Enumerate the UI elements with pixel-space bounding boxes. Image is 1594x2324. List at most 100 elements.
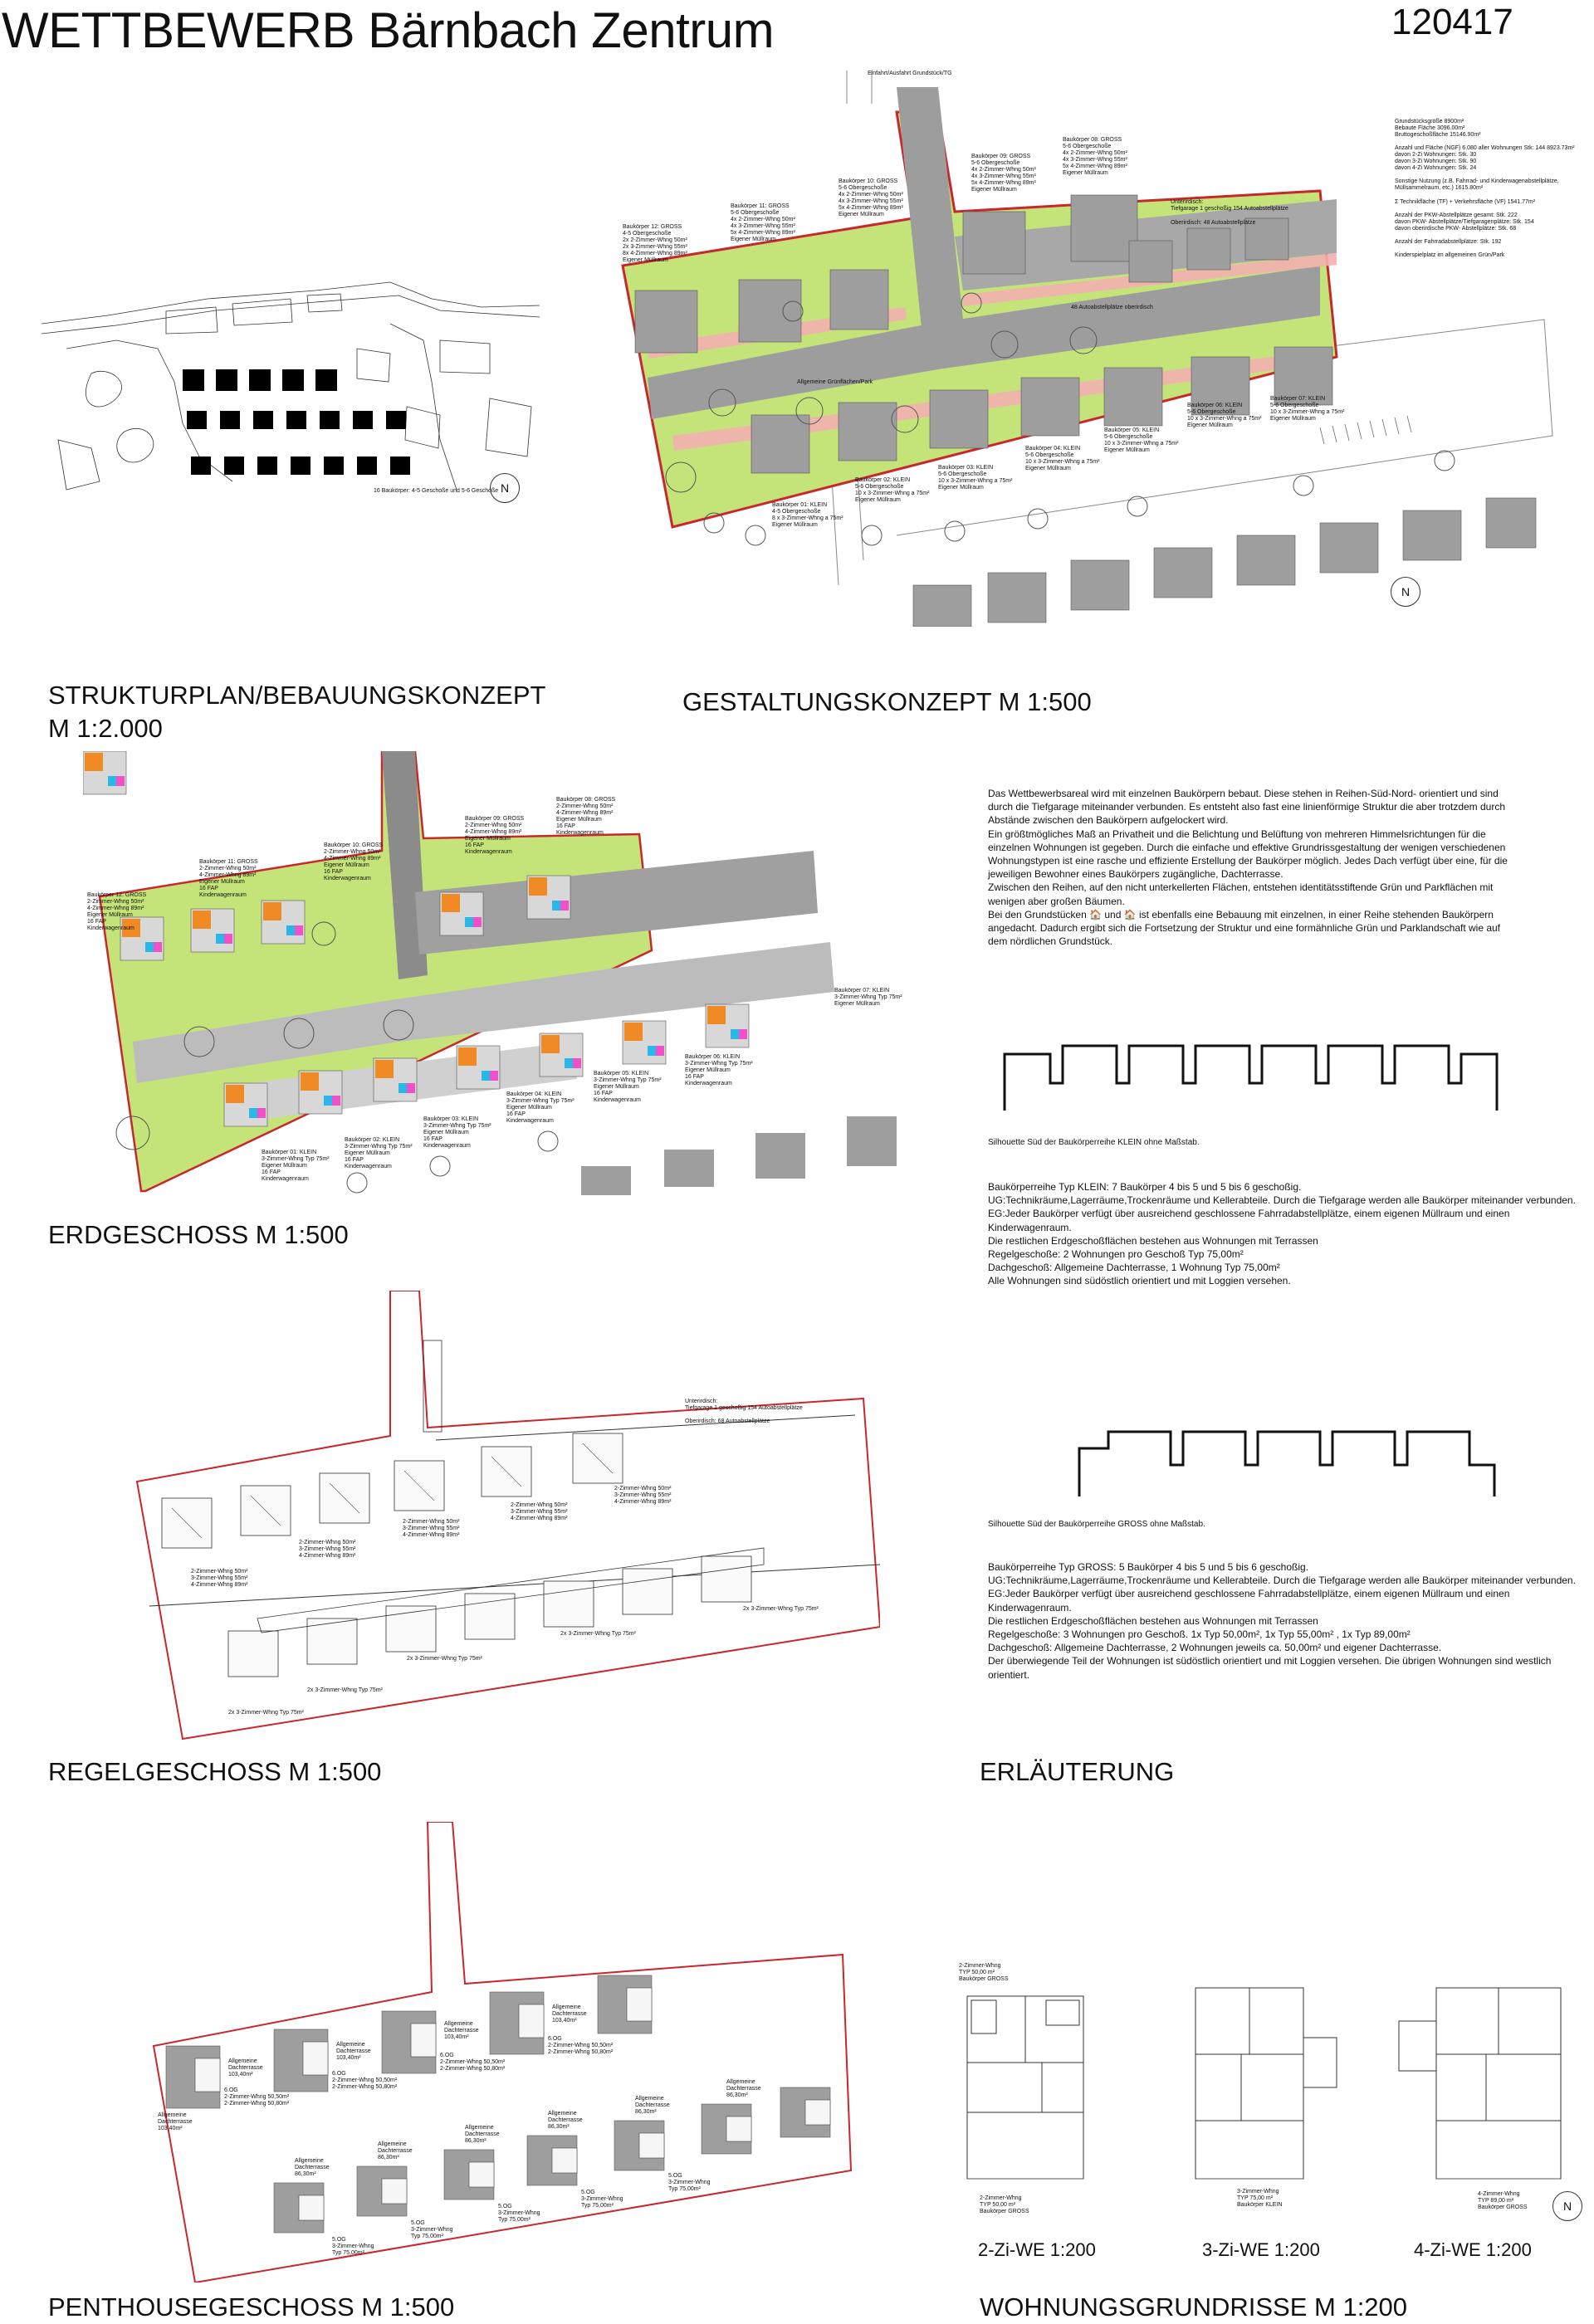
ph-dach-k1: Allgemeine Dachterrasse 86,30m² — [295, 2158, 330, 2178]
description-text: Das Wettbewerbsareal wird mit einzelnen … — [988, 788, 1508, 948]
gestaltung-drawing — [621, 71, 1553, 627]
eg-label-b03: Baukörper 03: KLEIN 3-Zimmer-Whng Typ 75… — [423, 1116, 491, 1150]
eg-buildings — [83, 751, 750, 1127]
struktur-blocks — [183, 369, 410, 475]
gestaltung-plan: Einfahrt/Ausfahrt Grundstück/TG Unterird… — [573, 71, 1594, 627]
struktur-note: 16 Baukörper: 4-5 Geschoße und 5-6 Gesch… — [374, 488, 499, 494]
caption-erdgeschoss: ERDGESCHOSS M 1:500 — [48, 1220, 349, 1249]
ph-og-1: 6.OG 2-Zimmer-Whng 50,50m² 2-Zimmer-Whng… — [224, 2087, 290, 2107]
ph-dach-3: Allgemeine Dachterrasse 103,40m² — [336, 2042, 371, 2062]
regelgeschoss-drawing — [135, 1291, 880, 1741]
ph-dach-2: Allgemeine Dachterrasse 103,40m² — [228, 2058, 263, 2078]
ph-og-k2: 5.OG 3-Zimmer-Whng Typ 75,00m² — [411, 2220, 453, 2240]
label-underground: Unterirdisch: Tiefgarage 1 geschoßig 154… — [1171, 199, 1288, 212]
rg-label-gross-3: 2-Zimmer-Whng 50m² 3-Zimmer-Whng 55m² 4-… — [403, 1519, 460, 1539]
struktur-drawing — [42, 281, 540, 491]
floorplans: 2-Zimmer-Whng TYP 50,00 m² Baukörper GRO… — [946, 1963, 1594, 2229]
eg-label-b12: Baukörper 12: GROSS 2-Zimmer-Whng 50m² 4… — [87, 892, 147, 932]
ph-og-k5: 5.OG 3-Zimmer-Whng Typ 75,00m² — [668, 2173, 711, 2193]
caption-regelgeschoss: REGELGESCHOSS M 1:500 — [48, 1757, 382, 1786]
label-b11: Baukörper 11: GROSS 5-6 Obergeschoße 4x … — [731, 203, 795, 243]
rg-label-klein-4: 2x 3-Zimmer-Whng Typ 75m² — [307, 1687, 383, 1693]
struktur-plan: 16 Baukörper: 4-5 Geschoße und 5-6 Gesch… — [42, 274, 540, 515]
label-4zi: 4-Zi-WE 1:200 — [1414, 2239, 1532, 2260]
ph-dach-k2: Allgemeine Dachterrasse 86,30m² — [378, 2141, 413, 2161]
project-number: 120417 — [1391, 2, 1513, 42]
ph-og-k3: 5.OG 3-Zimmer-Whng Typ 75,00m² — [498, 2204, 540, 2224]
penthouse-plan: Allgemeine Dachterrasse 103,40m² Allgeme… — [149, 1822, 863, 2282]
silhouette-klein-drawing — [1003, 1044, 1499, 1111]
gross-text: Baukörperreihe Typ GROSS: 5 Baukörper 4 … — [988, 1561, 1576, 1681]
label-b06: Baukörper 06: KLEIN 5-6 Obergeschoße 10 … — [1187, 403, 1262, 429]
ph-og-3: 6.OG 2-Zimmer-Whng 50,50m² 2-Zimmer-Whng… — [440, 2053, 506, 2073]
floorplans-drawing — [966, 1987, 1562, 2180]
ph-og-4: 6.OG 2-Zimmer-Whng 50,50m² 2-Zimmer-Whng… — [548, 2036, 614, 2056]
eg-label-b02: Baukörper 02: KLEIN 3-Zimmer-Whng Typ 75… — [345, 1137, 413, 1170]
north-arrow-icon: N — [1391, 577, 1420, 607]
north-arrow-icon: N — [1552, 2191, 1582, 2221]
eg-label-b05: Baukörper 05: KLEIN 3-Zimmer-Whng Typ 75… — [594, 1071, 662, 1104]
rg-label-gross-2: 2-Zimmer-Whng 50m² 3-Zimmer-Whng 55m² 4-… — [511, 1502, 568, 1522]
caption-wohnungsgrundrisse: WOHNUNGSGRUNDRISSE M 1:200 — [980, 2292, 1408, 2322]
label-3zi: 3-Zi-WE 1:200 — [1202, 2239, 1320, 2260]
eg-label-b08: Baukörper 08: GROSS 2-Zimmer-Whng 50m² 4… — [556, 797, 616, 837]
label-b02: Baukörper 02: KLEIN 5-6 Obergeschoße 10 … — [855, 477, 930, 504]
label-green: Allgemeine Grünflächen/Park — [797, 379, 873, 385]
rg-label-tg: Unterirdisch: Tiefgarage 1 geschoßig 154… — [685, 1399, 803, 1425]
label-b03: Baukörper 03: KLEIN 5-6 Obergeschoße 10 … — [938, 465, 1013, 491]
label-parking-strip: 48 Autoabstellplätze oberirdisch — [1071, 305, 1153, 310]
rg-label-gross-4: 2-Zimmer-Whng 50m² 3-Zimmer-Whng 55m² 4-… — [299, 1540, 356, 1560]
penthouse-drawing — [152, 1822, 853, 2282]
rg-label-klein-5: 2x 3-Zimmer-Whng Typ 75m² — [228, 1710, 304, 1716]
rg-label-klein-1: 2x 3-Zimmer-Whng Typ 75m² — [743, 1606, 819, 1612]
eg-label-b10: Baukörper 10: GROSS 2-Zimmer-Whng 50m² 4… — [324, 842, 384, 882]
silhouette-gross-caption: Silhouette Süd der Baukörperreihe GROSS … — [988, 1520, 1205, 1529]
rg-label-gross-1: 2-Zimmer-Whng 50m² 3-Zimmer-Whng 55m² 4-… — [614, 1486, 672, 1506]
label-b12: Baukörper 12: GROSS 4-5 Obergeschoße 2x … — [623, 224, 687, 264]
label-b05: Baukörper 05: KLEIN 5-6 Obergeschoße 10 … — [1104, 427, 1179, 454]
silhouette-gross-drawing — [1078, 1430, 1496, 1496]
ph-dach-k6: Allgemeine Dachterrasse 86,30m² — [726, 2079, 761, 2099]
eg-label-b06: Baukörper 06: KLEIN 3-Zimmer-Whng Typ 75… — [685, 1054, 753, 1087]
eg-label-b01: Baukörper 01: KLEIN 3-Zimmer-Whng Typ 75… — [262, 1150, 330, 1183]
caption-gestaltung: GESTALTUNGSKONZEPT M 1:500 — [682, 687, 1092, 716]
north-arrow-icon: N — [490, 473, 520, 503]
rg-label-gross-5: 2-Zimmer-Whng 50m² 3-Zimmer-Whng 55m² 4-… — [191, 1569, 248, 1589]
ph-dach-4: Allgemeine Dachterrasse 103,40m² — [444, 2021, 479, 2041]
silhouette-klein — [1000, 1038, 1499, 1112]
ph-dach-1: Allgemeine Dachterrasse 103,40m² — [158, 2112, 193, 2132]
eg-label-b09: Baukörper 09: GROSS 2-Zimmer-Whng 50m² 4… — [465, 816, 525, 856]
caption-struktur: STRUKTURPLAN/BEBAUUNGSKONZEPT M 1:2.000 — [48, 681, 545, 743]
eg-label-b07: Baukörper 07: KLEIN 3-Zimmer-Whng Typ 75… — [834, 988, 902, 1008]
ph-dach-k4: Allgemeine Dachterrasse 86,30m² — [548, 2111, 583, 2131]
label-b04: Baukörper 04: KLEIN 5-6 Obergeschoße 10 … — [1025, 446, 1100, 472]
label-above: Oberirdisch: 48 Autoabstellplätze — [1171, 220, 1256, 226]
zi3-note: 3-Zimmer-Whng TYP 75,00 m² Baukörper KLE… — [1237, 2189, 1283, 2209]
ph-og-k4: 5.OG 3-Zimmer-Whng Typ 75,00m² — [581, 2190, 623, 2209]
caption-erlaeuterung: ERLÄUTERUNG — [980, 1757, 1175, 1786]
label-b01: Baukörper 01: KLEIN 4-5 Obergeschoße 8 x… — [772, 502, 843, 529]
erdgeschoss-drawing — [83, 751, 897, 1195]
label-access: Einfahrt/Ausfahrt Grundstück/TG — [868, 71, 952, 76]
ph-dach-5: Allgemeine Dachterrasse 103,40m² — [552, 2004, 587, 2024]
zi4-note: 4-Zimmer-Whng TYP 89,00 m² Baukörper GRO… — [1478, 2191, 1528, 2211]
zi2-note: 2-Zimmer-Whng TYP 50,00 m² Baukörper GRO… — [959, 1963, 1009, 1983]
rg-label-klein-3: 2x 3-Zimmer-Whng Typ 75m² — [407, 1656, 482, 1662]
rg-label-klein-2: 2x 3-Zimmer-Whng Typ 75m² — [560, 1631, 636, 1637]
ph-og-k1: 5.OG 3-Zimmer-Whng Typ 75,00m² — [332, 2237, 374, 2257]
eg-label-b04: Baukörper 04: KLEIN 3-Zimmer-Whng Typ 75… — [506, 1091, 575, 1125]
label-2zi: 2-Zi-WE 1:200 — [978, 2239, 1096, 2260]
caption-penthouse: PENTHOUSEGESCHOSS M 1:500 — [48, 2292, 455, 2322]
statistics-block: Grundstücksgröße 8900m² Bebaute Fläche 3… — [1395, 119, 1575, 258]
label-b07: Baukörper 07: KLEIN 5-6 Obergeschoße 10 … — [1270, 396, 1345, 422]
regelgeschoss-plan: Unterirdisch: Tiefgarage 1 geschoßig 154… — [133, 1291, 880, 1743]
zi2-note-bottom: 2-Zimmer-Whng TYP 50,00 m² Baukörper GRO… — [980, 2195, 1029, 2215]
label-b08: Baukörper 08: GROSS 5-6 Obergeschoße 4x … — [1063, 137, 1127, 177]
rg-buildings — [161, 1433, 752, 1677]
label-b09: Baukörper 09: GROSS 5-6 Obergeschoße 4x … — [971, 154, 1036, 193]
erdgeschoss-plan: Baukörper 12: GROSS 2-Zimmer-Whng 50m² 4… — [83, 751, 938, 1199]
klein-text: Baukörperreihe Typ KLEIN: 7 Baukörper 4 … — [988, 1181, 1576, 1287]
ph-og-2: 6.OG 2-Zimmer-Whng 50,50m² 2-Zimmer-Whng… — [332, 2071, 398, 2091]
page-title: WETTBEWERB Bärnbach Zentrum — [2, 2, 775, 58]
label-b10: Baukörper 10: GROSS 5-6 Obergeschoße 4x … — [839, 178, 903, 218]
